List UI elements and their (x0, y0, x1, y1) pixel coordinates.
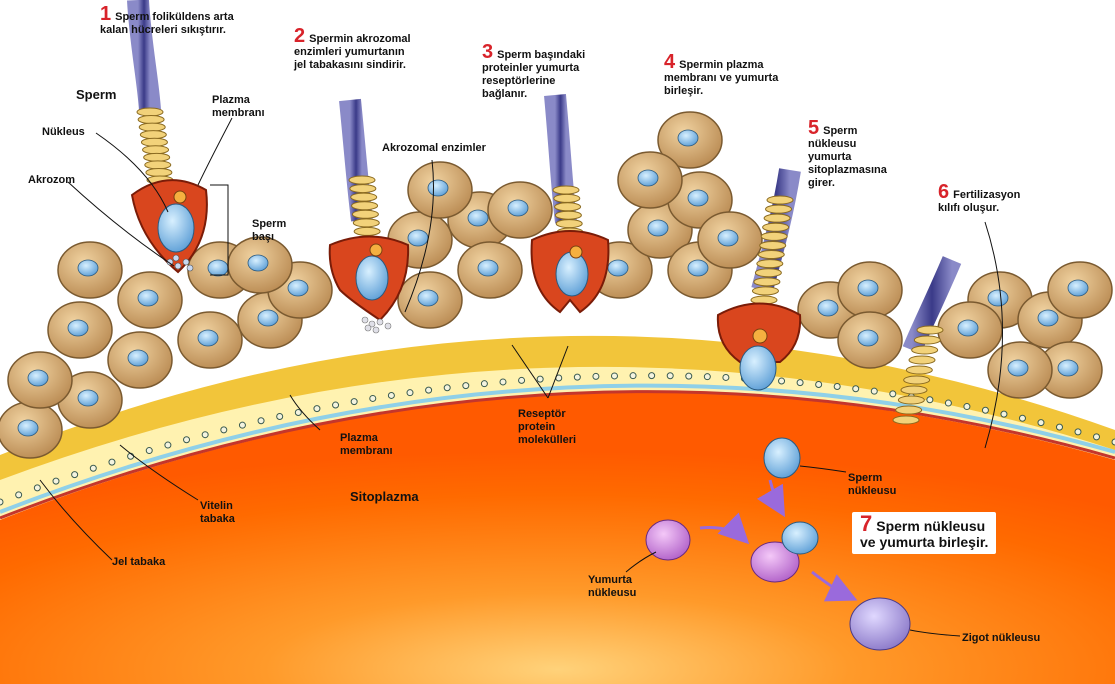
step-4-number: 4 (664, 51, 675, 73)
zygote-nucleus (850, 598, 910, 650)
follicle-cell (618, 152, 682, 208)
step-7-text: Sperm nükleusu ve yumurta birleşir. (860, 518, 988, 550)
sperm-head-label: Sperm başı (252, 218, 286, 244)
sperm-label: Sperm (76, 88, 116, 101)
egg-plasma-membrane-label: Plazma membranı (340, 432, 393, 458)
acrosomal-enzymes-label: Akrozomal enzimler (382, 142, 486, 155)
sperm-plasma-membrane-label: Plazma membranı (212, 94, 265, 120)
sperm-nucleus-in-egg (764, 438, 800, 478)
follicle-cell (8, 352, 72, 408)
step-5-number: 5 (808, 117, 819, 139)
follicle-cell (58, 242, 122, 298)
step-5-text: Sperm nükleusu yumurta sitoplazmasına gi… (808, 125, 887, 189)
follicle-cell (988, 342, 1052, 398)
follicle-cell (488, 182, 552, 238)
step-3-number: 3 (482, 41, 493, 63)
sperm-nucleus-label: Sperm nükleusu (848, 472, 896, 498)
follicle-cell (0, 402, 62, 458)
step-2-text: Spermin akrozomal enzimleri yumurtanın j… (294, 33, 411, 71)
follicle-cell (838, 262, 902, 318)
sperm-1 (132, 0, 207, 272)
cytoplasm-label: Sitoplazma (350, 490, 419, 503)
follicle-cell (178, 312, 242, 368)
nucleus-label: Nükleus (42, 126, 85, 139)
follicle-cell (458, 242, 522, 298)
follicle-cell (838, 312, 902, 368)
step-1-number: 1 (100, 3, 111, 25)
step-6-number: 6 (938, 181, 949, 203)
step-3-text: Sperm başındaki proteinler yumurta resep… (482, 49, 585, 100)
step-6-text: Fertilizasyon kılıfı oluşur. (938, 189, 1020, 214)
step-4-text: Spermin plazma membranı ve yumurta birle… (664, 59, 778, 97)
vitelline-layer-label: Vitelin tabaka (200, 500, 235, 526)
step-1-text: Sperm foliküldens arta kalan hücreleri s… (100, 11, 234, 36)
follicle-cell (698, 212, 762, 268)
follicle-cell (228, 237, 292, 293)
egg-nucleus-label: Yumurta nükleusu (588, 574, 636, 600)
step-2-number: 2 (294, 25, 305, 47)
follicle-cell (48, 302, 112, 358)
acrosome-label: Akrozom (28, 174, 75, 187)
follicle-cell (408, 162, 472, 218)
sperm-2 (330, 100, 408, 333)
step-7-number: 7 (860, 511, 872, 536)
follicle-cell (118, 272, 182, 328)
jelly-layer-label: Jel tabaka (112, 556, 165, 569)
follicle-cell (398, 272, 462, 328)
follicle-cell (938, 302, 1002, 358)
zygote-nucleus-label: Zigot nükleusu (962, 632, 1040, 645)
receptor-proteins-label: Reseptör protein molekülleri (518, 408, 576, 447)
follicle-cell (1048, 262, 1112, 318)
follicle-cell (108, 332, 172, 388)
